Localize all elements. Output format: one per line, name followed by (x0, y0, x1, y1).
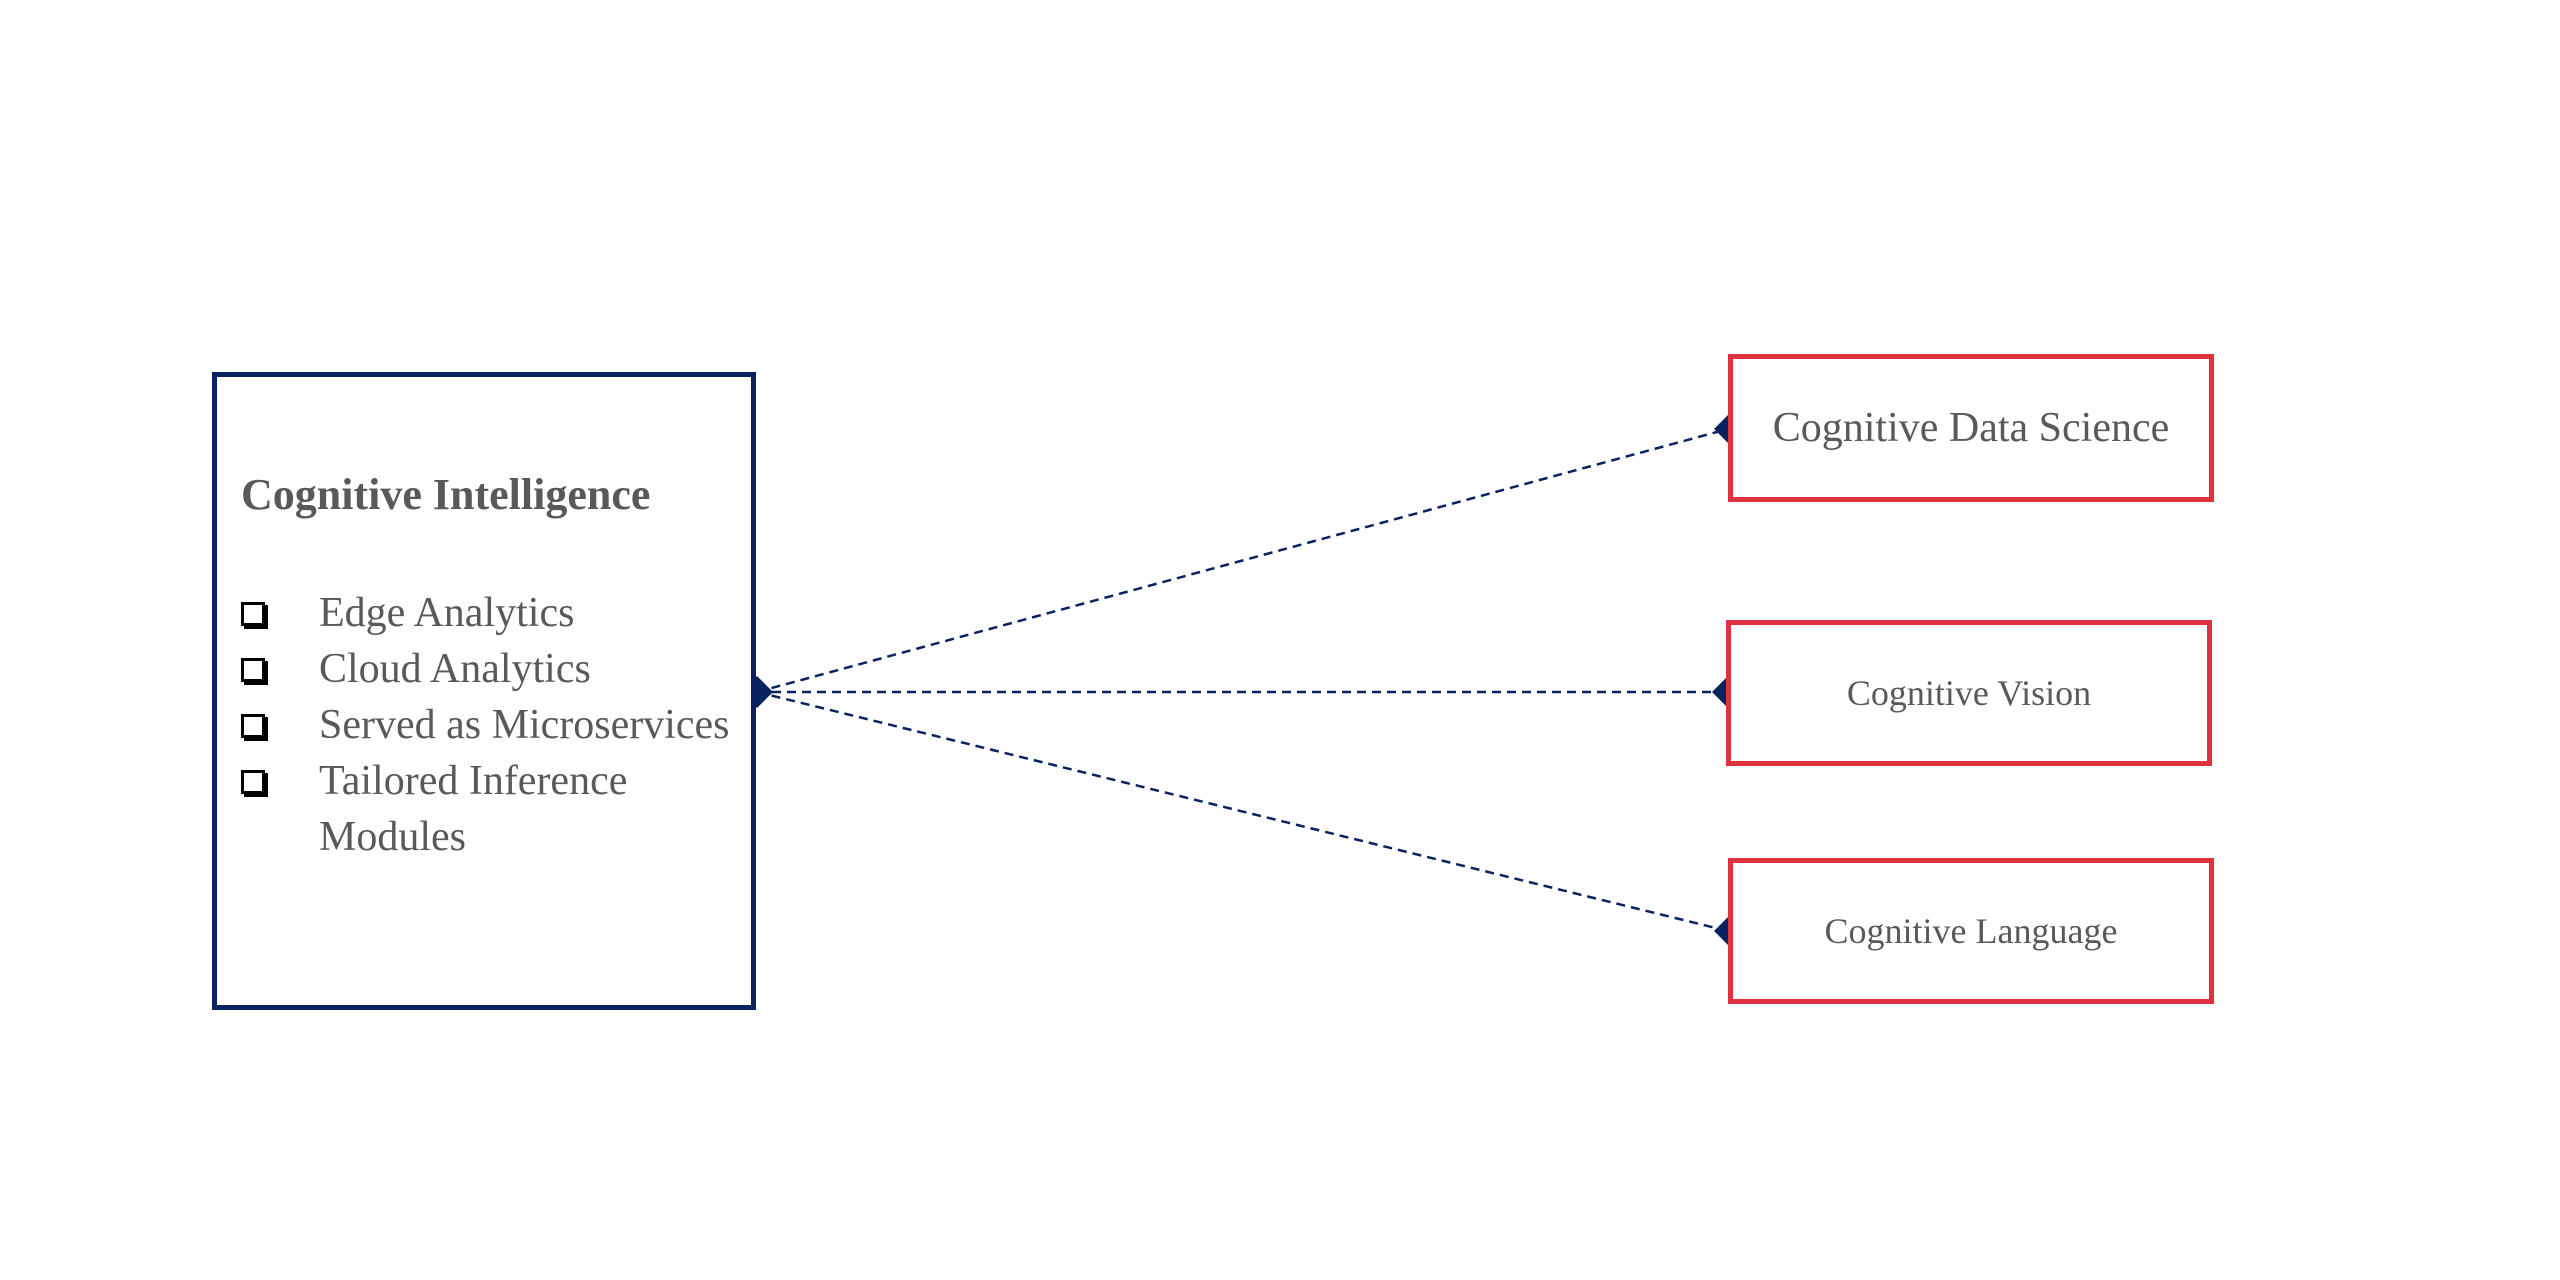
list-item-label: Edge Analytics (319, 590, 575, 636)
list-item-label: Cloud Analytics (319, 646, 591, 692)
list-item: Cloud Analytics (241, 641, 741, 697)
checkbox-bullet-icon (241, 714, 265, 738)
cognitive-data-science-box: Cognitive Data Science (1728, 354, 2214, 502)
list-item: Served as Microservices (241, 697, 741, 753)
satellite-label: Cognitive Language (1824, 911, 2118, 951)
checkbox-bullet-icon (241, 770, 265, 794)
connector-line-data-science (756, 427, 1729, 694)
list-item: Tailored Inference Modules (241, 753, 741, 865)
satellite-label: Cognitive Data Science (1772, 405, 2170, 451)
cognitive-language-box: Cognitive Language (1728, 858, 2214, 1004)
checkbox-bullet-icon (241, 658, 265, 682)
cognitive-intelligence-box: Cognitive Intelligence Edge Analytics Cl… (212, 372, 756, 1010)
list-item-label: Served as Microservices (319, 702, 730, 748)
satellite-label: Cognitive Vision (1846, 673, 2092, 713)
capability-list: Edge Analytics Cloud Analytics Served as… (241, 585, 741, 865)
connector-line-language (756, 690, 1729, 933)
main-title: Cognitive Intelligence (241, 470, 651, 519)
list-item-label: Tailored Inference Modules (319, 758, 628, 860)
cognitive-vision-box: Cognitive Vision (1726, 620, 2212, 766)
checkbox-bullet-icon (241, 602, 265, 626)
list-item: Edge Analytics (241, 585, 741, 641)
